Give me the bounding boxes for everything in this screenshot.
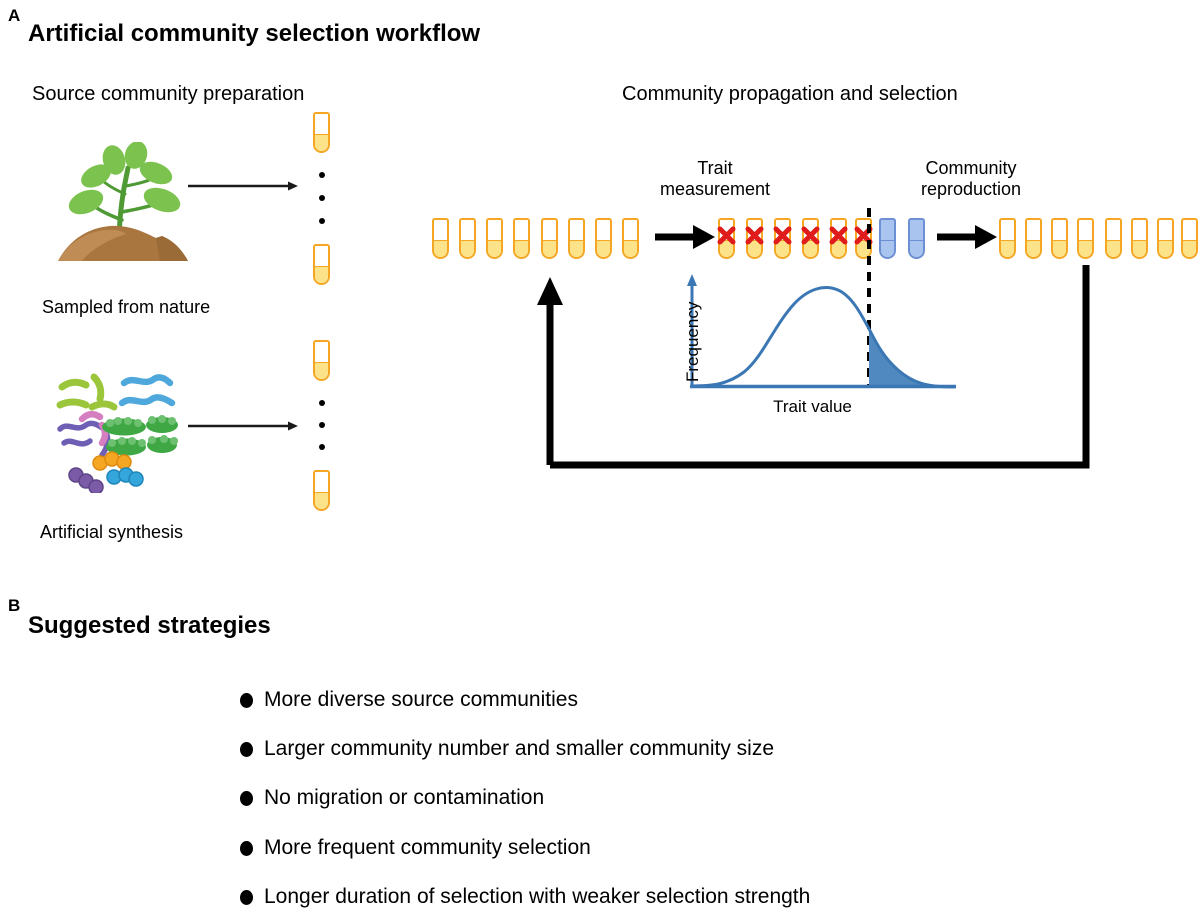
tube-liquid [1053, 240, 1066, 257]
strategy-list-item: More diverse source communities [240, 688, 578, 712]
selected-tail-region [869, 328, 954, 387]
tube-liquid [434, 240, 447, 257]
tube-liquid [1133, 240, 1146, 257]
next-generation-tube [1077, 218, 1094, 259]
arrow-bacteria-to-tubes [188, 418, 298, 439]
next-generation-tube [999, 218, 1016, 259]
generation-tube [541, 218, 558, 259]
tube-liquid [1079, 240, 1092, 257]
generation-tube [622, 218, 639, 259]
measured-tube [830, 218, 847, 259]
bullet-point-icon [240, 840, 253, 856]
ellipsis-dot [319, 218, 325, 224]
tube-liquid [515, 240, 528, 257]
trait-distribution-chart [662, 268, 962, 418]
strategy-text: Longer duration of selection with weaker… [264, 885, 811, 908]
source-tube-bottom-2 [313, 470, 330, 511]
tube-liquid [315, 266, 328, 283]
strategy-text: More diverse source communities [264, 688, 578, 711]
bullet-point-icon [240, 790, 253, 806]
community-propagation-heading: Community propagation and selection [622, 83, 958, 105]
ellipsis-dot [319, 195, 325, 201]
source-tube-bottom [313, 244, 330, 285]
next-generation-tube [1131, 218, 1148, 259]
tube-liquid [1107, 240, 1120, 257]
ellipsis-dot [319, 172, 325, 178]
arrow-plant-to-tubes [188, 178, 298, 199]
generation-tube [486, 218, 503, 259]
panel-a-title: Artificial community selection workflow [28, 20, 481, 47]
source-caption-sampled-from-nature: Sampled from nature [42, 297, 211, 317]
strategy-text: More frequent community selection [264, 836, 591, 859]
tube-liquid [1027, 240, 1040, 257]
bacteria-mixture-icon [48, 363, 188, 495]
source-tube-top [313, 112, 330, 153]
strategy-list-item: Larger community number and smaller comm… [240, 737, 774, 761]
panel-b-letter: B [8, 596, 21, 615]
generation-tube [432, 218, 449, 259]
panel-b-title: Suggested strategies [28, 612, 271, 639]
tube-liquid [881, 240, 894, 257]
bullet-point-icon [240, 889, 253, 905]
bullet-point-icon [240, 692, 253, 708]
next-generation-tube [1025, 218, 1042, 259]
arrow-community-reproduction [937, 222, 997, 257]
source-tube-top-2 [313, 340, 330, 381]
step-label-line-1: Community [925, 158, 1017, 178]
next-generation-tube [1181, 218, 1198, 259]
ellipsis-dot [319, 422, 325, 428]
ellipsis-dot [319, 444, 325, 450]
tube-liquid [461, 240, 474, 257]
strategy-text: Larger community number and smaller comm… [264, 737, 775, 760]
ellipsis-dot [319, 400, 325, 406]
chart-y-axis-label: Frequency [683, 301, 702, 382]
arrow-trait-measurement [655, 222, 715, 257]
measured-tube [746, 218, 763, 259]
generation-tube [568, 218, 585, 259]
tube-liquid [315, 362, 328, 379]
selected-tube [908, 218, 925, 259]
strategy-list-item: More frequent community selection [240, 836, 591, 860]
measured-tube [774, 218, 791, 259]
tube-liquid [1001, 240, 1014, 257]
next-generation-tube [1105, 218, 1122, 259]
tube-liquid [543, 240, 556, 257]
plant-in-soil-icon [52, 141, 192, 264]
strategy-text: No migration or contamination [264, 786, 545, 809]
generation-tube [513, 218, 530, 259]
selected-tube [879, 218, 896, 259]
distribution-curve [690, 286, 956, 389]
step-label-trait-measurement: Trait measurement [655, 158, 775, 200]
generation-tube [459, 218, 476, 259]
tube-liquid [315, 134, 328, 151]
source-community-preparation-heading: Source community preparation [32, 83, 305, 105]
tube-liquid [597, 240, 610, 257]
generation-tube [595, 218, 612, 259]
strategy-list-item: Longer duration of selection with weaker… [240, 885, 810, 909]
next-generation-tube [1157, 218, 1174, 259]
bullet-point-icon [240, 741, 253, 757]
next-generation-tube [1051, 218, 1068, 259]
y-axis-arrowhead [687, 274, 697, 286]
tube-liquid [1159, 240, 1172, 257]
measured-tube [802, 218, 819, 259]
step-label-line-2: measurement [659, 179, 771, 200]
strategy-list-item: No migration or contamination [240, 786, 544, 810]
step-label-line-1: Trait [697, 158, 733, 178]
feedback-cycle-arrow [535, 255, 1105, 475]
tube-liquid [488, 240, 501, 257]
measured-tube [718, 218, 735, 259]
tube-liquid [315, 492, 328, 509]
tube-liquid [910, 240, 923, 257]
step-label-community-reproduction: Community reproduction [906, 158, 1036, 200]
tube-liquid [624, 240, 637, 257]
step-label-line-2: reproduction [920, 179, 1022, 200]
source-caption-artificial-synthesis: Artificial synthesis [40, 522, 184, 542]
panel-a-letter: A [8, 6, 21, 25]
tube-liquid [1183, 240, 1196, 257]
chart-x-axis-label: Trait value [773, 397, 852, 416]
tube-liquid [570, 240, 583, 257]
